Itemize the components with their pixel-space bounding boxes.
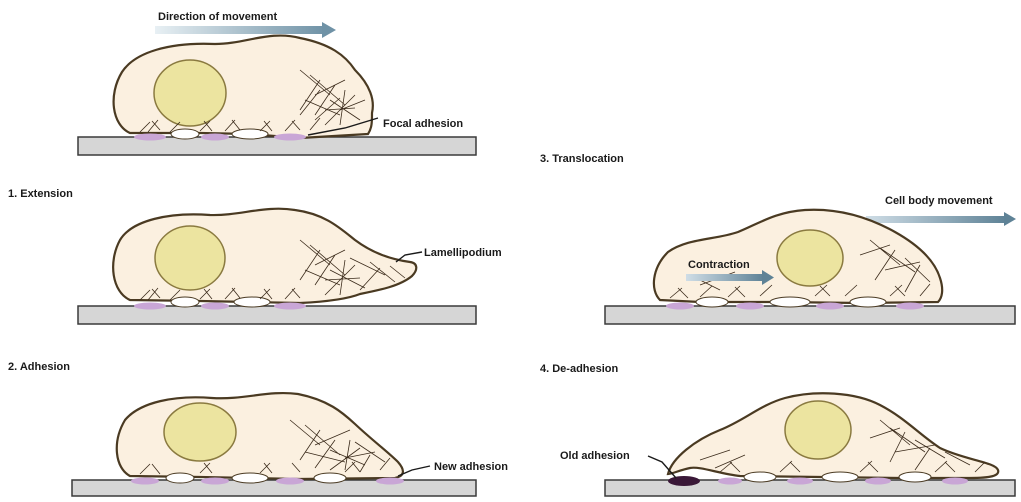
focal-adhesion-spot bbox=[736, 303, 764, 310]
focal-adhesion-spot bbox=[896, 303, 924, 310]
new-adhesion-label: New adhesion bbox=[434, 461, 508, 473]
gap bbox=[234, 297, 270, 307]
focal-adhesion-spot bbox=[816, 303, 844, 310]
gap bbox=[899, 472, 931, 482]
nucleus bbox=[155, 226, 225, 290]
new-adhesion-spot bbox=[376, 478, 404, 485]
stage-1-title: 1. Extension bbox=[8, 188, 73, 200]
focal-adhesion-spot bbox=[787, 478, 813, 485]
nucleus bbox=[777, 230, 843, 286]
focal-adhesion-label: Focal adhesion bbox=[383, 118, 463, 130]
gap bbox=[770, 297, 810, 307]
nucleus bbox=[785, 401, 851, 459]
gap bbox=[696, 297, 728, 307]
focal-adhesion-spot bbox=[718, 478, 742, 485]
focal-adhesion-spot bbox=[276, 478, 304, 485]
substrate bbox=[605, 306, 1015, 324]
de-adhesion-cell-panel: Old adhesion bbox=[560, 393, 1015, 496]
focal-adhesion-spot bbox=[201, 134, 229, 141]
focal-adhesion-spot bbox=[131, 478, 159, 485]
direction-arrow-icon bbox=[155, 22, 336, 38]
initial-cell-panel: Direction of movement Focal adhesion bbox=[78, 11, 476, 155]
gap bbox=[822, 472, 858, 482]
focal-adhesion-spot bbox=[134, 303, 166, 310]
gap bbox=[171, 297, 199, 307]
lamellipodium-label: Lamellipodium bbox=[424, 247, 502, 259]
cell-body-movement-label: Cell body movement bbox=[885, 195, 993, 207]
stage-4-title: 4. De-adhesion bbox=[540, 363, 619, 375]
focal-adhesion-spot bbox=[201, 303, 229, 310]
focal-adhesion-spot bbox=[942, 478, 968, 485]
stage-3-title: 3. Translocation bbox=[540, 153, 624, 165]
gap bbox=[166, 473, 194, 483]
gap bbox=[232, 473, 268, 483]
gap bbox=[744, 472, 776, 482]
focal-adhesion-spot bbox=[274, 134, 306, 141]
focal-adhesion-spot bbox=[274, 303, 306, 310]
gap bbox=[314, 473, 346, 483]
contraction-label: Contraction bbox=[688, 259, 750, 271]
substrate bbox=[78, 137, 476, 155]
substrate bbox=[78, 306, 476, 324]
focal-adhesion-spot bbox=[666, 303, 694, 310]
focal-adhesion-spot bbox=[201, 478, 229, 485]
translocation-cell-panel: Cell body movement Contraction bbox=[605, 195, 1016, 324]
cell-body-movement-arrow-icon bbox=[866, 212, 1016, 226]
gap bbox=[232, 129, 268, 139]
nucleus bbox=[164, 403, 236, 461]
focal-adhesion-spot bbox=[134, 134, 166, 141]
focal-adhesion-spot bbox=[865, 478, 891, 485]
nucleus bbox=[154, 60, 226, 126]
cell-body bbox=[117, 393, 403, 479]
gap bbox=[850, 297, 886, 307]
gap bbox=[171, 129, 199, 139]
direction-label: Direction of movement bbox=[158, 11, 278, 23]
stage-2-title: 2. Adhesion bbox=[8, 361, 70, 373]
old-adhesion-label: Old adhesion bbox=[560, 450, 630, 462]
adhesion-cell-panel: New adhesion bbox=[72, 393, 508, 496]
old-adhesion-spot bbox=[668, 476, 700, 486]
extension-cell-panel: Lamellipodium bbox=[78, 209, 502, 324]
